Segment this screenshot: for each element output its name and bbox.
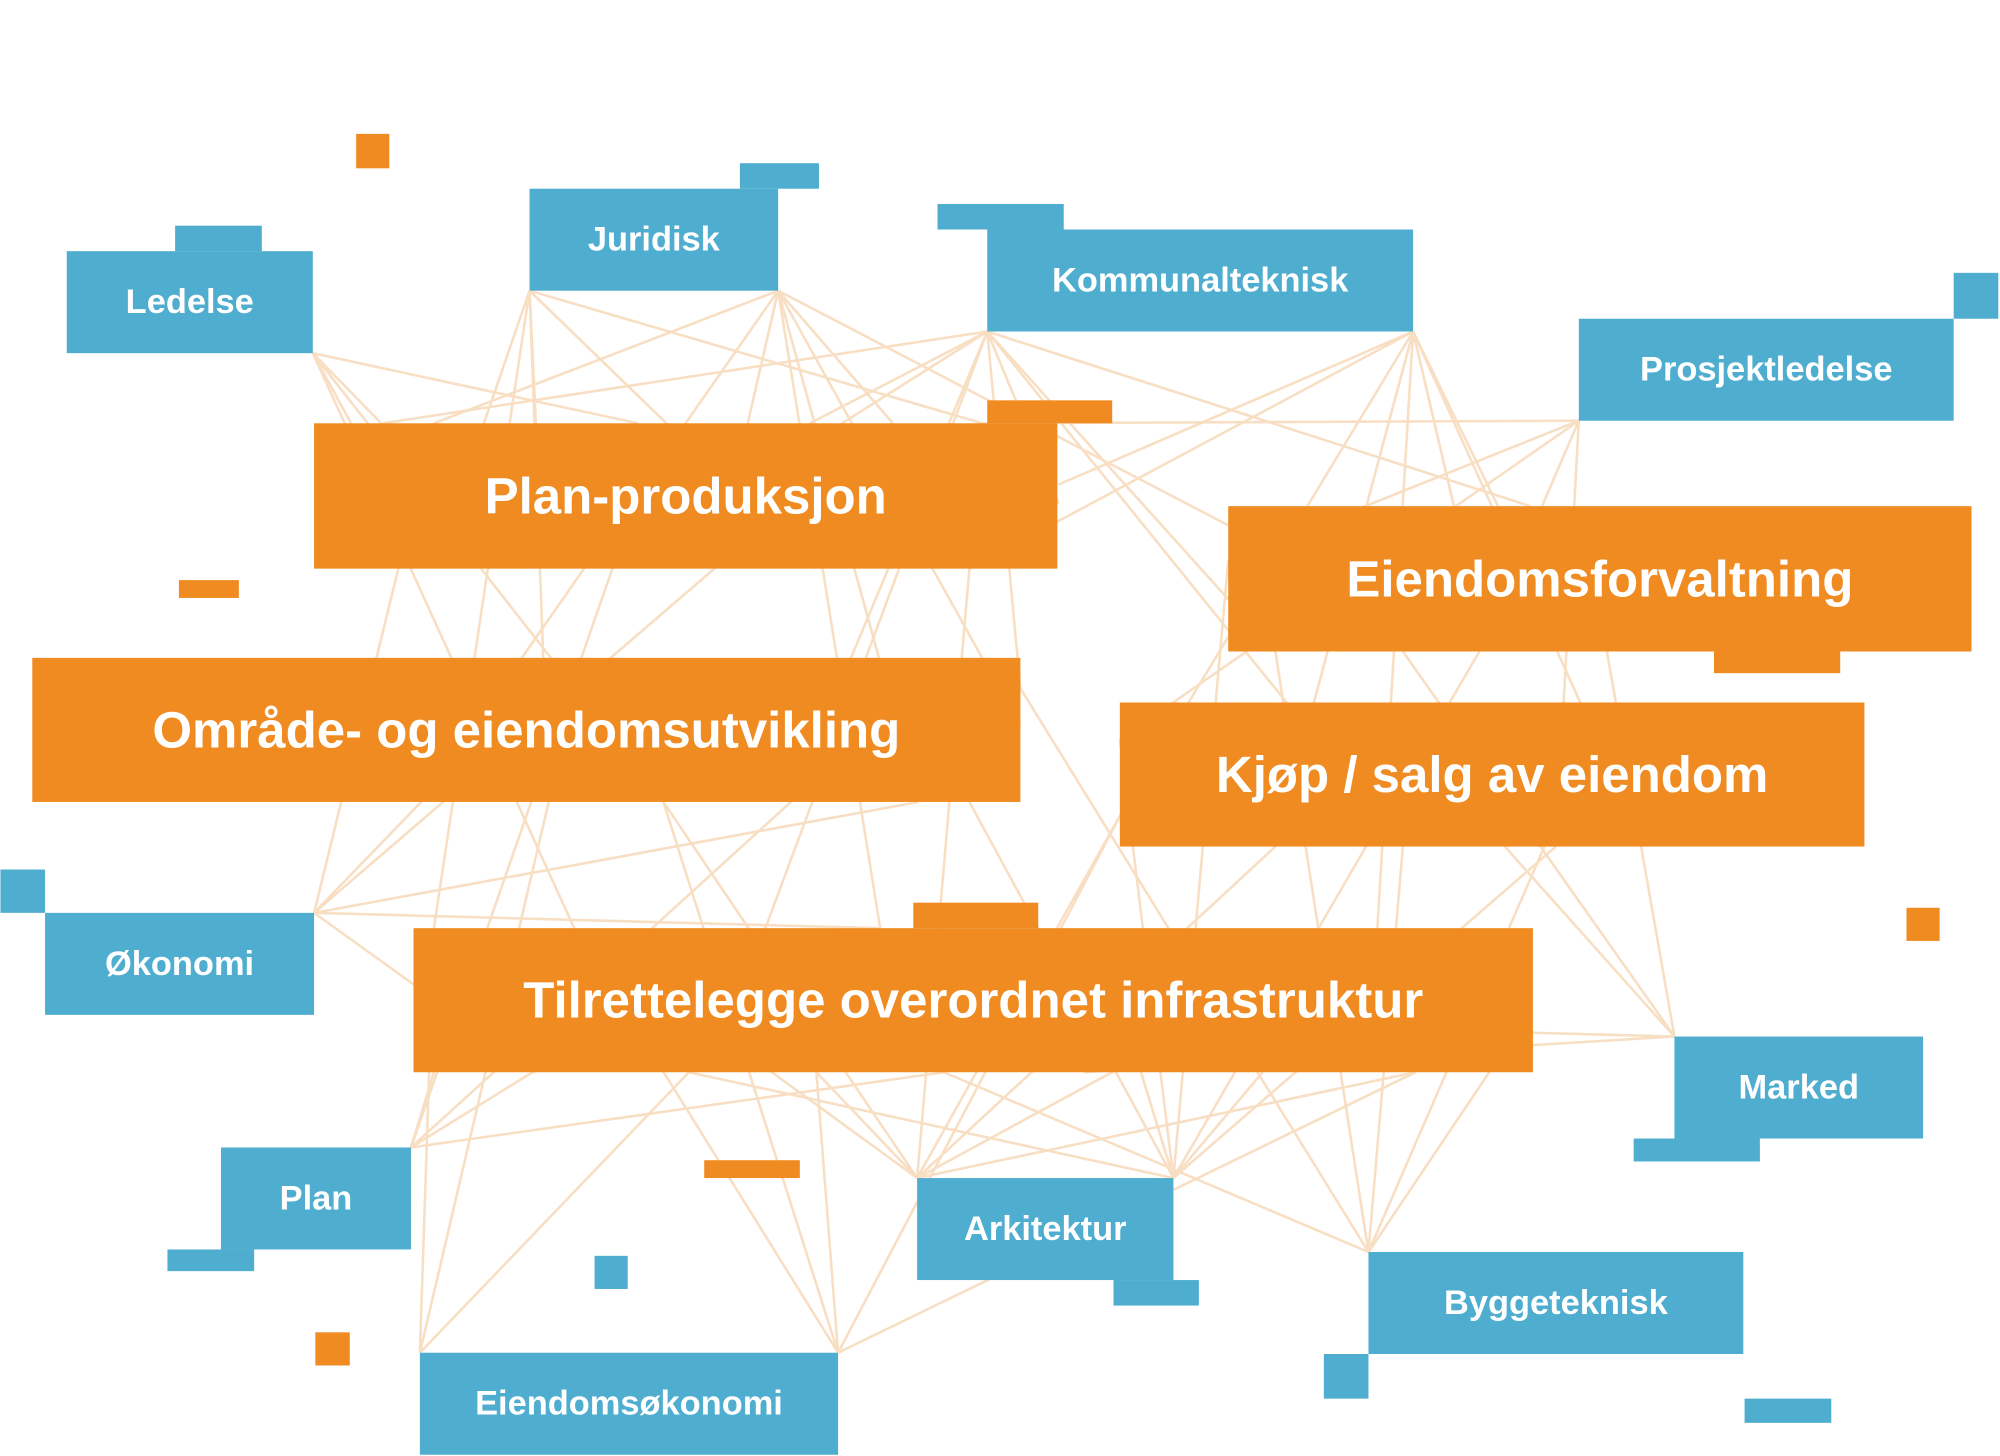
connection-line: [313, 801, 423, 914]
connection-line: [836, 815, 1121, 1354]
node-tab: [1323, 1354, 1369, 1399]
node-box: [529, 188, 779, 291]
node-box: [1578, 318, 1954, 421]
node-box: [45, 912, 315, 1015]
node-box: [314, 423, 1058, 569]
node-plan: Plan: [167, 1147, 411, 1272]
node-ledelse: Ledelse: [66, 225, 313, 354]
connection-line: [313, 800, 919, 915]
decorative-square: [594, 1255, 628, 1289]
node-label: Arkitektur: [964, 1210, 1127, 1248]
node-tab: [167, 1249, 255, 1272]
node-infrastruktur: Tilrettelegge overordnet infrastruktur: [413, 902, 1533, 1073]
node-tab: [739, 163, 819, 189]
connection-line: [688, 1070, 1174, 1180]
node-okonomi: Økonomi: [0, 869, 315, 1015]
node-label: Plan-produksjon: [485, 467, 887, 524]
node-tab: [175, 225, 262, 252]
node-box: [413, 928, 1533, 1073]
connection-line: [418, 1071, 690, 1354]
connection-line: [382, 330, 988, 425]
connection-line: [418, 801, 550, 1354]
connection-line: [815, 1071, 919, 1179]
decorative-square: [1744, 1398, 1832, 1423]
node-box: [1368, 1252, 1744, 1355]
node-label: Eiendomsforvaltning: [1346, 550, 1853, 607]
node-label: Kommunalteknisk: [1052, 261, 1349, 299]
node-label: Ledelse: [126, 283, 254, 321]
node-tab: [987, 400, 1113, 424]
node-tab: [913, 902, 1039, 929]
node-box: [1674, 1036, 1924, 1139]
connection-line: [1058, 330, 1414, 486]
connection-line: [314, 911, 881, 930]
node-tab: [1633, 1138, 1760, 1162]
connection-line: [777, 289, 894, 425]
decorative-square: [315, 1332, 350, 1366]
node-label: Område- og eiendomsutvikling: [152, 701, 900, 758]
decorative-square: [1906, 907, 1940, 941]
connection-line: [312, 351, 639, 425]
node-byggeteknisk: Byggeteknisk: [1323, 1252, 1744, 1399]
node-label: Byggeteknisk: [1444, 1284, 1669, 1322]
connection-line: [986, 330, 1277, 653]
decorative-square: [178, 580, 239, 598]
connection-line: [776, 290, 882, 929]
connection-line: [815, 1072, 840, 1353]
node-label: Marked: [1739, 1069, 1859, 1107]
decorative-square: [356, 133, 390, 169]
connection-line: [433, 289, 779, 425]
node-eiendomsokonomi: Eiendomsøkonomi: [419, 1352, 839, 1455]
connection-line: [1503, 845, 1676, 1038]
node-box: [987, 229, 1414, 332]
node-box: [419, 1352, 839, 1455]
node-eiendomsforvaltning: Eiendomsforvaltning: [1228, 506, 1972, 674]
node-box: [66, 251, 313, 354]
node-label: Eiendomsøkonomi: [475, 1385, 783, 1423]
node-marked: Marked: [1633, 1036, 1924, 1162]
node-kjop-salg: Kjøp / salg av eiendom: [1119, 702, 1865, 847]
node-tab: [1113, 1280, 1199, 1306]
node-tab: [0, 869, 46, 913]
node-prosjektledelse: Prosjektledelse: [1578, 272, 1999, 421]
node-omrade: Område- og eiendomsutvikling: [32, 657, 1021, 802]
node-plan-produksjon: Plan-produksjon: [314, 400, 1113, 569]
connection-line: [943, 1071, 1369, 1254]
nodes: Ledelse JuridiskKommunaltekniskProsjektle…: [0, 163, 1999, 1455]
connection-line: [1172, 1071, 1264, 1179]
node-label: Kjøp / salg av eiendom: [1216, 746, 1768, 803]
node-tab: [937, 203, 1064, 230]
node-tab: [1713, 651, 1841, 674]
node-arkitektur: Arkitektur: [917, 1178, 1199, 1306]
node-tab: [1953, 272, 1999, 319]
node-box: [917, 1178, 1174, 1281]
node-label: Plan: [280, 1179, 353, 1217]
node-label: Økonomi: [105, 945, 254, 983]
connection-line: [432, 290, 531, 929]
node-box: [32, 657, 1021, 802]
decorative-squares: [178, 133, 1940, 1423]
node-label: Prosjektledelse: [1640, 351, 1892, 389]
connection-line: [409, 1071, 436, 1148]
connection-line: [1532, 1031, 1675, 1038]
decorative-square: [704, 1160, 800, 1179]
connection-line: [1172, 560, 1230, 1179]
node-kommunalteknisk: Kommunalteknisk: [937, 203, 1414, 332]
connection-line: [529, 289, 983, 425]
node-label: Tilrettelegge overordnet infrastruktur: [523, 972, 1423, 1029]
node-box: [1119, 702, 1865, 847]
connection-line: [809, 330, 988, 425]
node-label: Juridisk: [588, 221, 721, 259]
connection-line: [1411, 331, 1456, 507]
node-box: [1228, 506, 1972, 652]
node-juridisk: Juridisk: [529, 163, 819, 291]
node-box: [221, 1147, 411, 1250]
connection-line: [662, 801, 840, 1354]
